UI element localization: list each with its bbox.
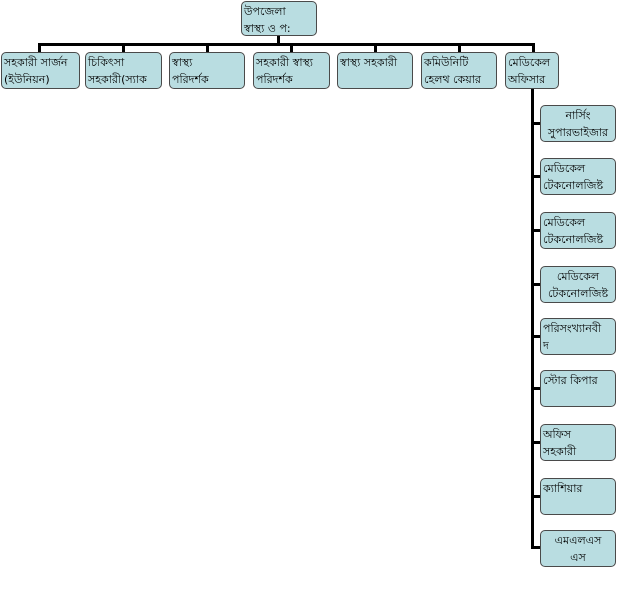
node-assistant-surgeon: সহকারী সার্জন (ইউনিয়ন) bbox=[1, 52, 80, 89]
node-label: সহকারী স্বাস্থ্য bbox=[256, 56, 313, 69]
node-mlss: এমএলএস এস bbox=[540, 530, 616, 567]
branch-connector bbox=[531, 546, 541, 549]
drop-connector bbox=[122, 43, 125, 53]
node-cashier: ক্যাশিয়ার bbox=[540, 478, 616, 515]
node-label: হেলথ কেয়ার bbox=[424, 73, 481, 86]
node-nursing-supervisor: নার্সিং সুপারভাইজার bbox=[540, 105, 616, 142]
branch-connector bbox=[531, 387, 541, 390]
node-label: ক্যাশিয়ার bbox=[543, 482, 583, 495]
branch-connector bbox=[531, 229, 541, 232]
node-label: টেকনোলজিষ্ট bbox=[547, 287, 609, 300]
branch-connector bbox=[531, 122, 541, 125]
node-medical-technologist: মেডিকেল টেকনোলজিষ্ট bbox=[540, 158, 616, 195]
node-label: স্টোর কিপার bbox=[543, 374, 598, 387]
node-label: মেডিকেল bbox=[543, 216, 586, 229]
node-label: পরিদর্শক bbox=[256, 73, 293, 86]
drop-connector bbox=[374, 43, 377, 53]
branch-connector bbox=[531, 495, 541, 498]
node-medical-technologist: মেডিকেল টেকনোলজিষ্ট bbox=[540, 212, 616, 249]
node-label: দ bbox=[543, 339, 549, 352]
node-label: স্বাস্থ্য bbox=[172, 56, 193, 69]
drop-connector bbox=[206, 43, 209, 53]
node-community-health-care: কমিউনিটি হেলথ কেয়ার bbox=[421, 52, 497, 89]
drop-connector bbox=[290, 43, 293, 53]
node-label: চিকিৎসা bbox=[88, 56, 125, 69]
branch-connector bbox=[531, 441, 541, 444]
vertical-connector bbox=[531, 88, 534, 549]
node-label: অফিস bbox=[543, 428, 571, 441]
node-label: সহকারী(স্যাক bbox=[88, 73, 147, 86]
node-label: স্বাস্থ্য ও প: bbox=[244, 22, 291, 35]
drop-connector bbox=[532, 43, 535, 53]
node-health-inspector: স্বাস্থ্য পরিদর্শক bbox=[169, 52, 245, 89]
node-label: (ইউনিয়ন) bbox=[4, 73, 50, 86]
node-label: সহকারী সার্জন bbox=[4, 56, 68, 69]
node-store-keeper: স্টোর কিপার bbox=[540, 370, 616, 407]
node-label: পরিদর্শক bbox=[172, 73, 209, 86]
drop-connector bbox=[38, 43, 41, 53]
node-label: মেডিকেল bbox=[556, 270, 600, 283]
node-label: টেকনোলজিষ্ট bbox=[543, 233, 604, 246]
node-medical-officer: মেডিকেল অফিসার bbox=[505, 52, 559, 89]
root-connector bbox=[277, 35, 280, 45]
root-node: উপজেলা স্বাস্থ্য ও প: bbox=[241, 1, 317, 36]
node-label: অফিসার bbox=[508, 73, 546, 86]
node-medical-technologist: মেডিকেল টেকনোলজিষ্ট bbox=[540, 266, 616, 303]
node-label: সুপারভাইজার bbox=[547, 126, 609, 139]
node-label: এমএলএস bbox=[554, 534, 602, 547]
node-statistician: পরিসংখ্যানবী দ bbox=[540, 318, 616, 355]
node-office-assistant: অফিস সহকারী bbox=[540, 424, 616, 461]
node-label: মেডিকেল bbox=[508, 56, 551, 69]
node-medical-assistant: চিকিৎসা সহকারী(স্যাক bbox=[85, 52, 162, 89]
node-label: উপজেলা bbox=[244, 5, 286, 18]
node-label: সহকারী bbox=[543, 445, 577, 458]
node-label: টেকনোলজিষ্ট bbox=[543, 179, 604, 192]
node-label: মেডিকেল bbox=[543, 162, 586, 175]
branch-connector bbox=[531, 283, 541, 286]
branch-connector bbox=[531, 335, 541, 338]
node-label: কমিউনিটি bbox=[424, 56, 469, 69]
top-horizontal-connector bbox=[38, 43, 535, 46]
node-health-assistant: স্বাস্থ্য সহকারী bbox=[337, 52, 413, 89]
drop-connector bbox=[458, 43, 461, 53]
node-label: পরিসংখ্যানবী bbox=[543, 322, 602, 335]
node-label: এস bbox=[570, 551, 586, 564]
branch-connector bbox=[531, 175, 541, 178]
node-label: নার্সিং bbox=[565, 109, 591, 122]
node-assistant-health-inspector: সহকারী স্বাস্থ্য পরিদর্শক bbox=[253, 52, 330, 89]
node-label: স্বাস্থ্য সহকারী bbox=[340, 56, 397, 69]
